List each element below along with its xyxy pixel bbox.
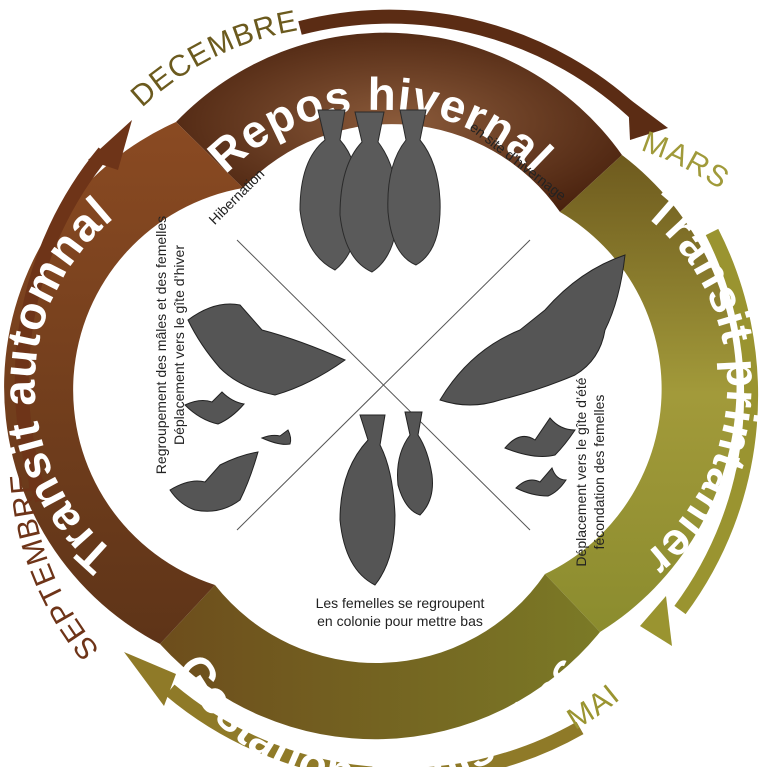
desc-summer-line1: Les femelles se regroupent xyxy=(316,595,485,611)
arrow-spring-head xyxy=(640,596,672,646)
desc-spring-line1: Déplacement vers le gîte d’été xyxy=(573,377,589,566)
desc-autumn-line1: Regroupement des mâles et des femelles xyxy=(153,216,169,474)
arrow-summer-head xyxy=(124,652,176,706)
hibernating-bat-3-icon xyxy=(388,110,440,265)
desc-spring-line2: fécondation des femelles xyxy=(591,395,607,550)
desc-summer-line2: en colonie pour mettre bas xyxy=(317,613,483,629)
desc-autumn-line2: Déplacement vers le gîte d’hiver xyxy=(171,245,187,445)
